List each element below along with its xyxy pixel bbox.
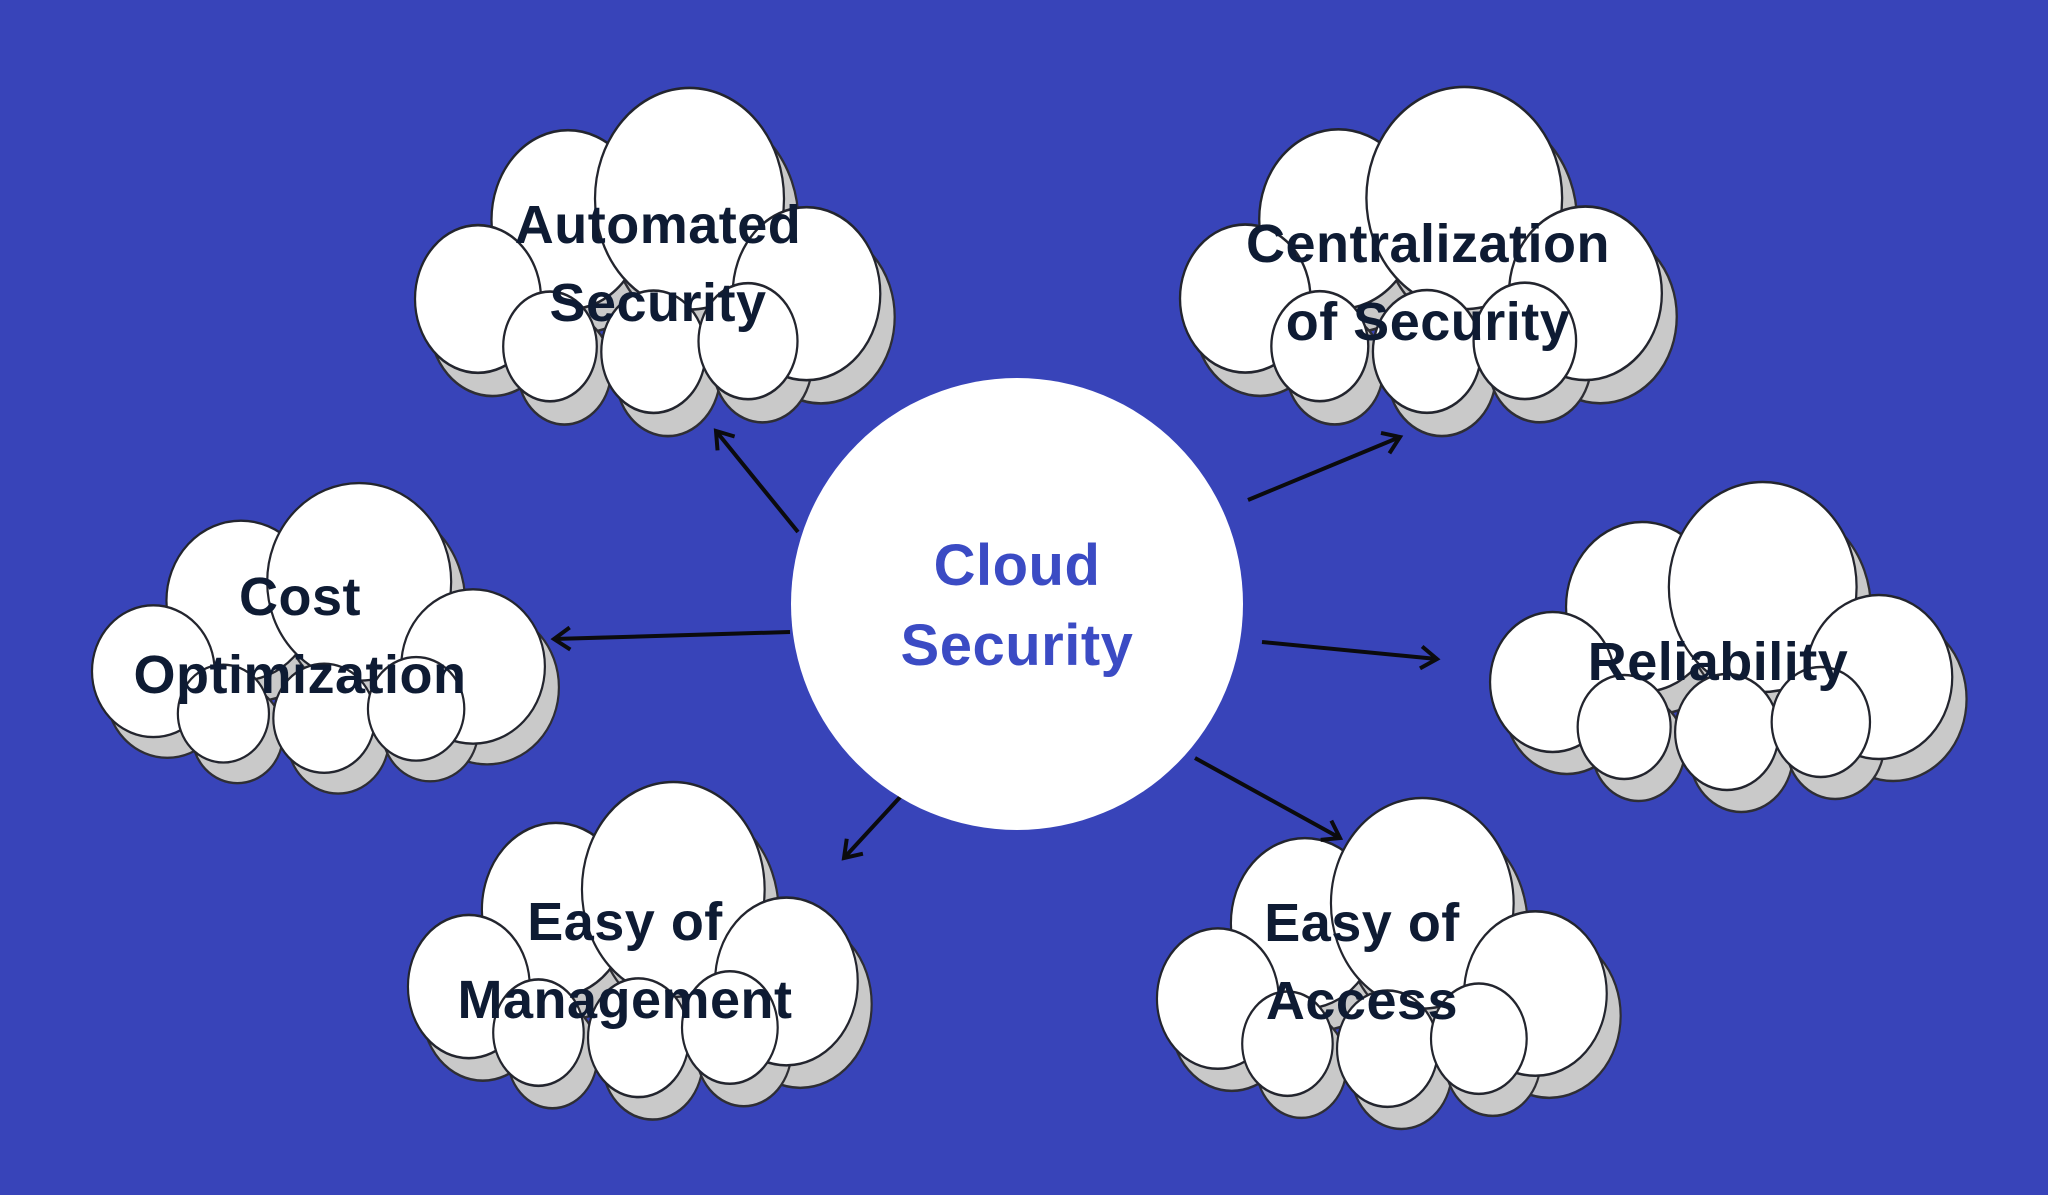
label-line: Access [1265, 971, 1459, 1031]
label-line: Centralization [1245, 214, 1611, 274]
center-label-line2: Security [900, 613, 1134, 678]
cloud-label-easy-of-management: Easy of Management [457, 883, 792, 1039]
center-node-label: Cloud Security [901, 526, 1134, 686]
label-line: Easy of [1264, 893, 1460, 953]
center-label-line1: Cloud [933, 533, 1101, 598]
label-line: Automated [514, 195, 802, 255]
label-line: Reliability [1587, 632, 1849, 692]
arrow-to-automated-security [713, 428, 800, 534]
cloud-label-centralization-of-security: Centralization of Security [1246, 205, 1610, 361]
cloud-label-easy-of-access: Easy of Access [1264, 884, 1460, 1040]
arrow-to-cost-optimization [550, 625, 791, 652]
arrow-to-easy-of-management [841, 793, 904, 861]
center-node-circle [791, 378, 1243, 830]
cloud-label-automated-security: Automated Security [515, 186, 802, 342]
cloud-label-reliability: Reliability [1588, 623, 1849, 701]
label-line: Management [457, 970, 793, 1030]
label-line: Cost [238, 567, 361, 627]
label-line: Optimization [133, 645, 467, 705]
label-line: Easy of [527, 892, 723, 952]
label-line: Security [549, 273, 767, 333]
label-line: of Security [1285, 292, 1571, 352]
arrow-to-reliability [1261, 640, 1441, 671]
arrow-to-centralization-of-security [1247, 431, 1404, 502]
cloud-label-cost-optimization: Cost Optimization [134, 558, 467, 714]
arrow-to-easy-of-access [1194, 756, 1344, 842]
